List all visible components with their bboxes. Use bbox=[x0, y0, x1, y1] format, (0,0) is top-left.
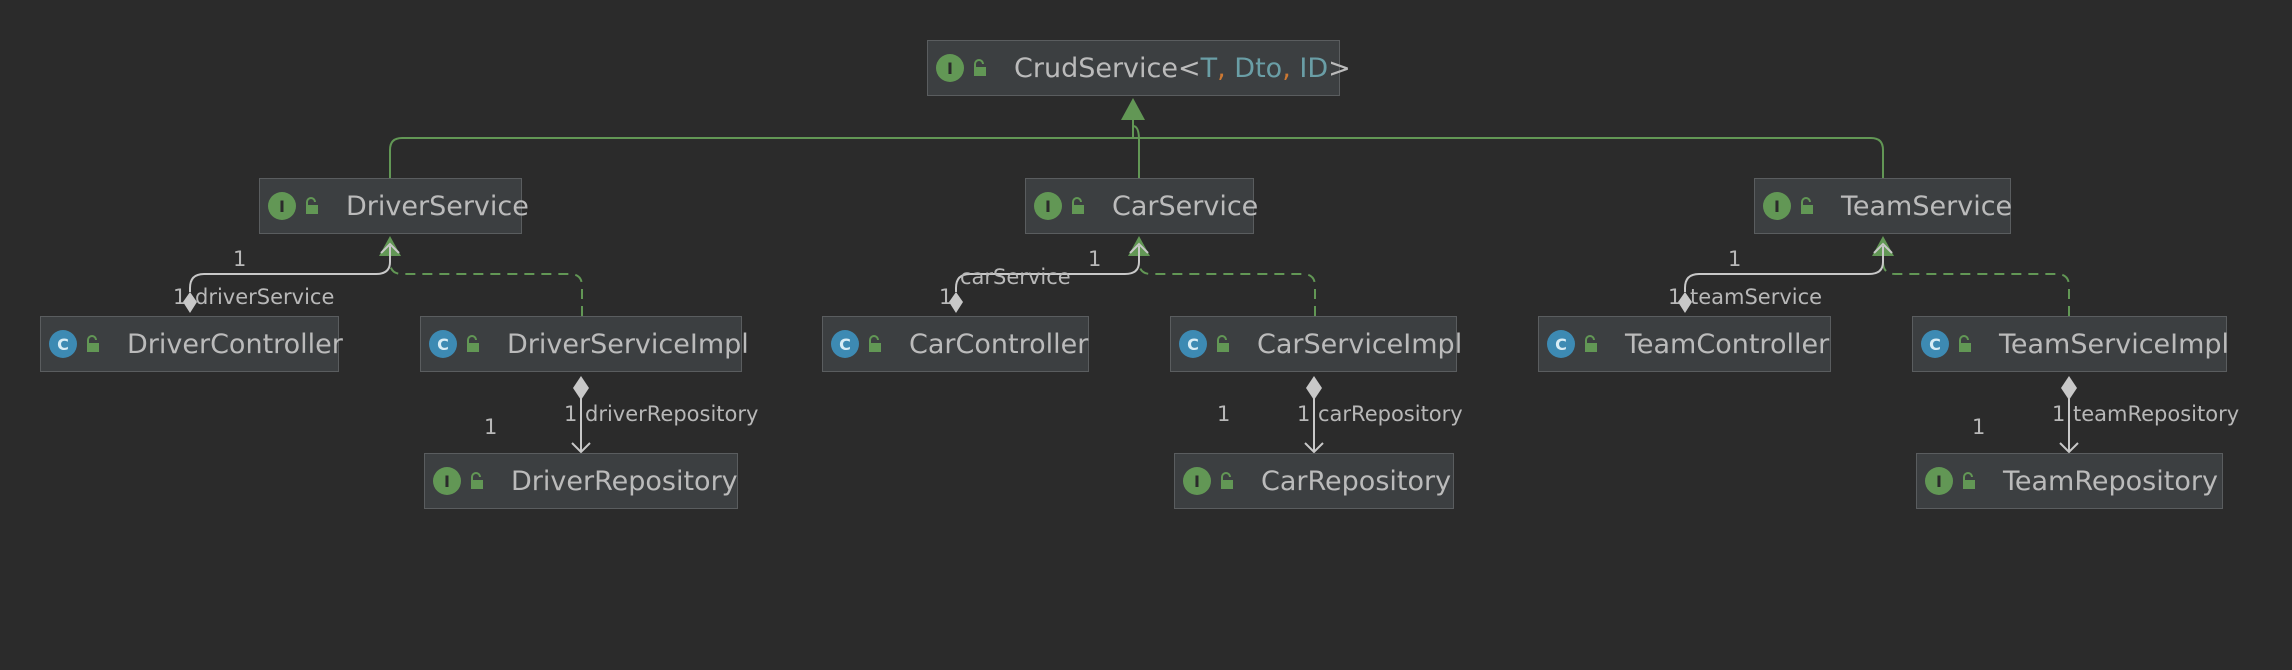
multiplicity-label: 1 bbox=[233, 247, 247, 271]
multiplicity-label: 1 bbox=[1728, 247, 1742, 271]
node-team-controller[interactable]: C TeamController bbox=[1538, 316, 1831, 372]
class-icon: C bbox=[1921, 330, 1949, 358]
interface-icon: I bbox=[1034, 192, 1062, 220]
unlock-icon bbox=[87, 335, 99, 352]
node-team-repository[interactable]: I TeamRepository bbox=[1916, 453, 2223, 509]
multiplicity-label: 1 bbox=[1668, 285, 1682, 309]
multiplicity-label: 1 bbox=[1088, 247, 1102, 271]
driver-assoc-diamond bbox=[183, 292, 197, 313]
edge-car-controller-assoc bbox=[955, 246, 1140, 292]
node-car-service[interactable]: I CarService bbox=[1025, 178, 1258, 234]
driver-repo-diamond bbox=[573, 376, 589, 400]
interface-icon: I bbox=[433, 467, 461, 495]
interface-icon: I bbox=[1925, 467, 1953, 495]
node-title: DriverController bbox=[127, 328, 343, 360]
class-icon: C bbox=[831, 330, 859, 358]
team-assoc-arrow bbox=[1873, 242, 1893, 254]
interface-icon: I bbox=[1183, 467, 1211, 495]
node-title: TeamController bbox=[1625, 328, 1830, 360]
node-title: CarServiceImpl bbox=[1257, 328, 1463, 360]
node-title: TeamService bbox=[1841, 190, 2013, 222]
role-label: carRepository bbox=[1318, 402, 1463, 426]
unlock-icon bbox=[467, 335, 479, 352]
multiplicity-label: 1 bbox=[1972, 415, 1986, 439]
node-title: CarService bbox=[1112, 190, 1259, 222]
car-assoc-arrow bbox=[1129, 242, 1149, 254]
multiplicity-label: 1 bbox=[564, 402, 578, 426]
edge-car-impl-implements bbox=[1138, 254, 1316, 316]
car-assoc-diamond bbox=[949, 292, 963, 313]
driver-repo-arrow bbox=[571, 442, 591, 454]
class-icon: C bbox=[1179, 330, 1207, 358]
unlock-icon bbox=[1221, 472, 1233, 489]
node-driver-service-impl[interactable]: C DriverServiceImpl bbox=[420, 316, 749, 372]
node-driver-service[interactable]: I DriverService bbox=[259, 178, 529, 234]
node-team-service-impl[interactable]: C TeamServiceImpl bbox=[1912, 316, 2230, 372]
edge-team-controller-assoc bbox=[1684, 246, 1884, 292]
class-icon: C bbox=[49, 330, 77, 358]
unlock-icon bbox=[471, 472, 483, 489]
multiplicity-label: 1 bbox=[1217, 402, 1231, 426]
node-title: DriverServiceImpl bbox=[507, 328, 749, 360]
node-team-service[interactable]: I TeamService bbox=[1754, 178, 2013, 234]
driver-assoc-arrow bbox=[380, 242, 400, 254]
unlock-icon bbox=[1585, 335, 1597, 352]
team-assoc-diamond bbox=[1678, 292, 1692, 313]
node-title: TeamServiceImpl bbox=[1999, 328, 2230, 360]
car-repo-diamond bbox=[1306, 376, 1322, 400]
node-car-service-impl[interactable]: C CarServiceImpl bbox=[1170, 316, 1462, 372]
multiplicity-label: 1 bbox=[484, 415, 498, 439]
unlock-icon bbox=[1217, 335, 1229, 352]
unlock-icon bbox=[1959, 335, 1971, 352]
node-title: CrudService<T, Dto, ID> bbox=[1014, 52, 1351, 84]
role-label: driverRepository bbox=[585, 402, 759, 426]
unlock-icon bbox=[974, 59, 986, 76]
node-car-controller[interactable]: C CarController bbox=[822, 316, 1089, 372]
unlock-icon bbox=[869, 335, 881, 352]
role-label: driverService bbox=[195, 285, 335, 309]
unlock-icon bbox=[1801, 197, 1813, 214]
node-title: CarController bbox=[909, 328, 1089, 360]
edge-driver-controller-assoc bbox=[189, 246, 391, 292]
interface-icon: I bbox=[1763, 192, 1791, 220]
node-crud-service[interactable]: I CrudService<T, Dto, ID> bbox=[927, 40, 1351, 96]
unlock-icon bbox=[306, 197, 318, 214]
role-label: carService bbox=[960, 265, 1071, 289]
unlock-icon bbox=[1072, 197, 1084, 214]
role-label: teamRepository bbox=[2073, 402, 2240, 426]
interface-icon: I bbox=[936, 54, 964, 82]
multiplicity-label: 1 bbox=[1297, 402, 1311, 426]
node-title: DriverRepository bbox=[511, 465, 738, 497]
role-label: teamService bbox=[1690, 285, 1823, 309]
edge-team-service-extends-crud bbox=[1132, 120, 1884, 178]
edge-team-impl-implements bbox=[1882, 254, 2070, 316]
node-car-repository[interactable]: I CarRepository bbox=[1174, 453, 1454, 509]
multiplicity-label: 1 bbox=[939, 285, 953, 309]
multiplicity-label: 1 bbox=[173, 285, 187, 309]
class-icon: C bbox=[429, 330, 457, 358]
node-driver-controller[interactable]: C DriverController bbox=[40, 316, 343, 372]
edge-driver-service-extends-crud bbox=[389, 120, 1134, 178]
interface-icon: I bbox=[268, 192, 296, 220]
node-driver-repository[interactable]: I DriverRepository bbox=[424, 453, 738, 509]
team-repo-arrow bbox=[2059, 442, 2079, 454]
node-title: DriverService bbox=[346, 190, 529, 222]
crud-generalization-arrowhead bbox=[1121, 98, 1145, 120]
unlock-icon bbox=[1963, 472, 1975, 489]
car-repo-arrow bbox=[1304, 442, 1324, 454]
team-repo-diamond bbox=[2061, 376, 2077, 400]
multiplicity-label: 1 bbox=[2052, 402, 2066, 426]
edge-driver-impl-implements bbox=[389, 254, 583, 316]
node-title: CarRepository bbox=[1261, 465, 1452, 497]
node-title: TeamRepository bbox=[2003, 465, 2218, 497]
class-icon: C bbox=[1547, 330, 1575, 358]
